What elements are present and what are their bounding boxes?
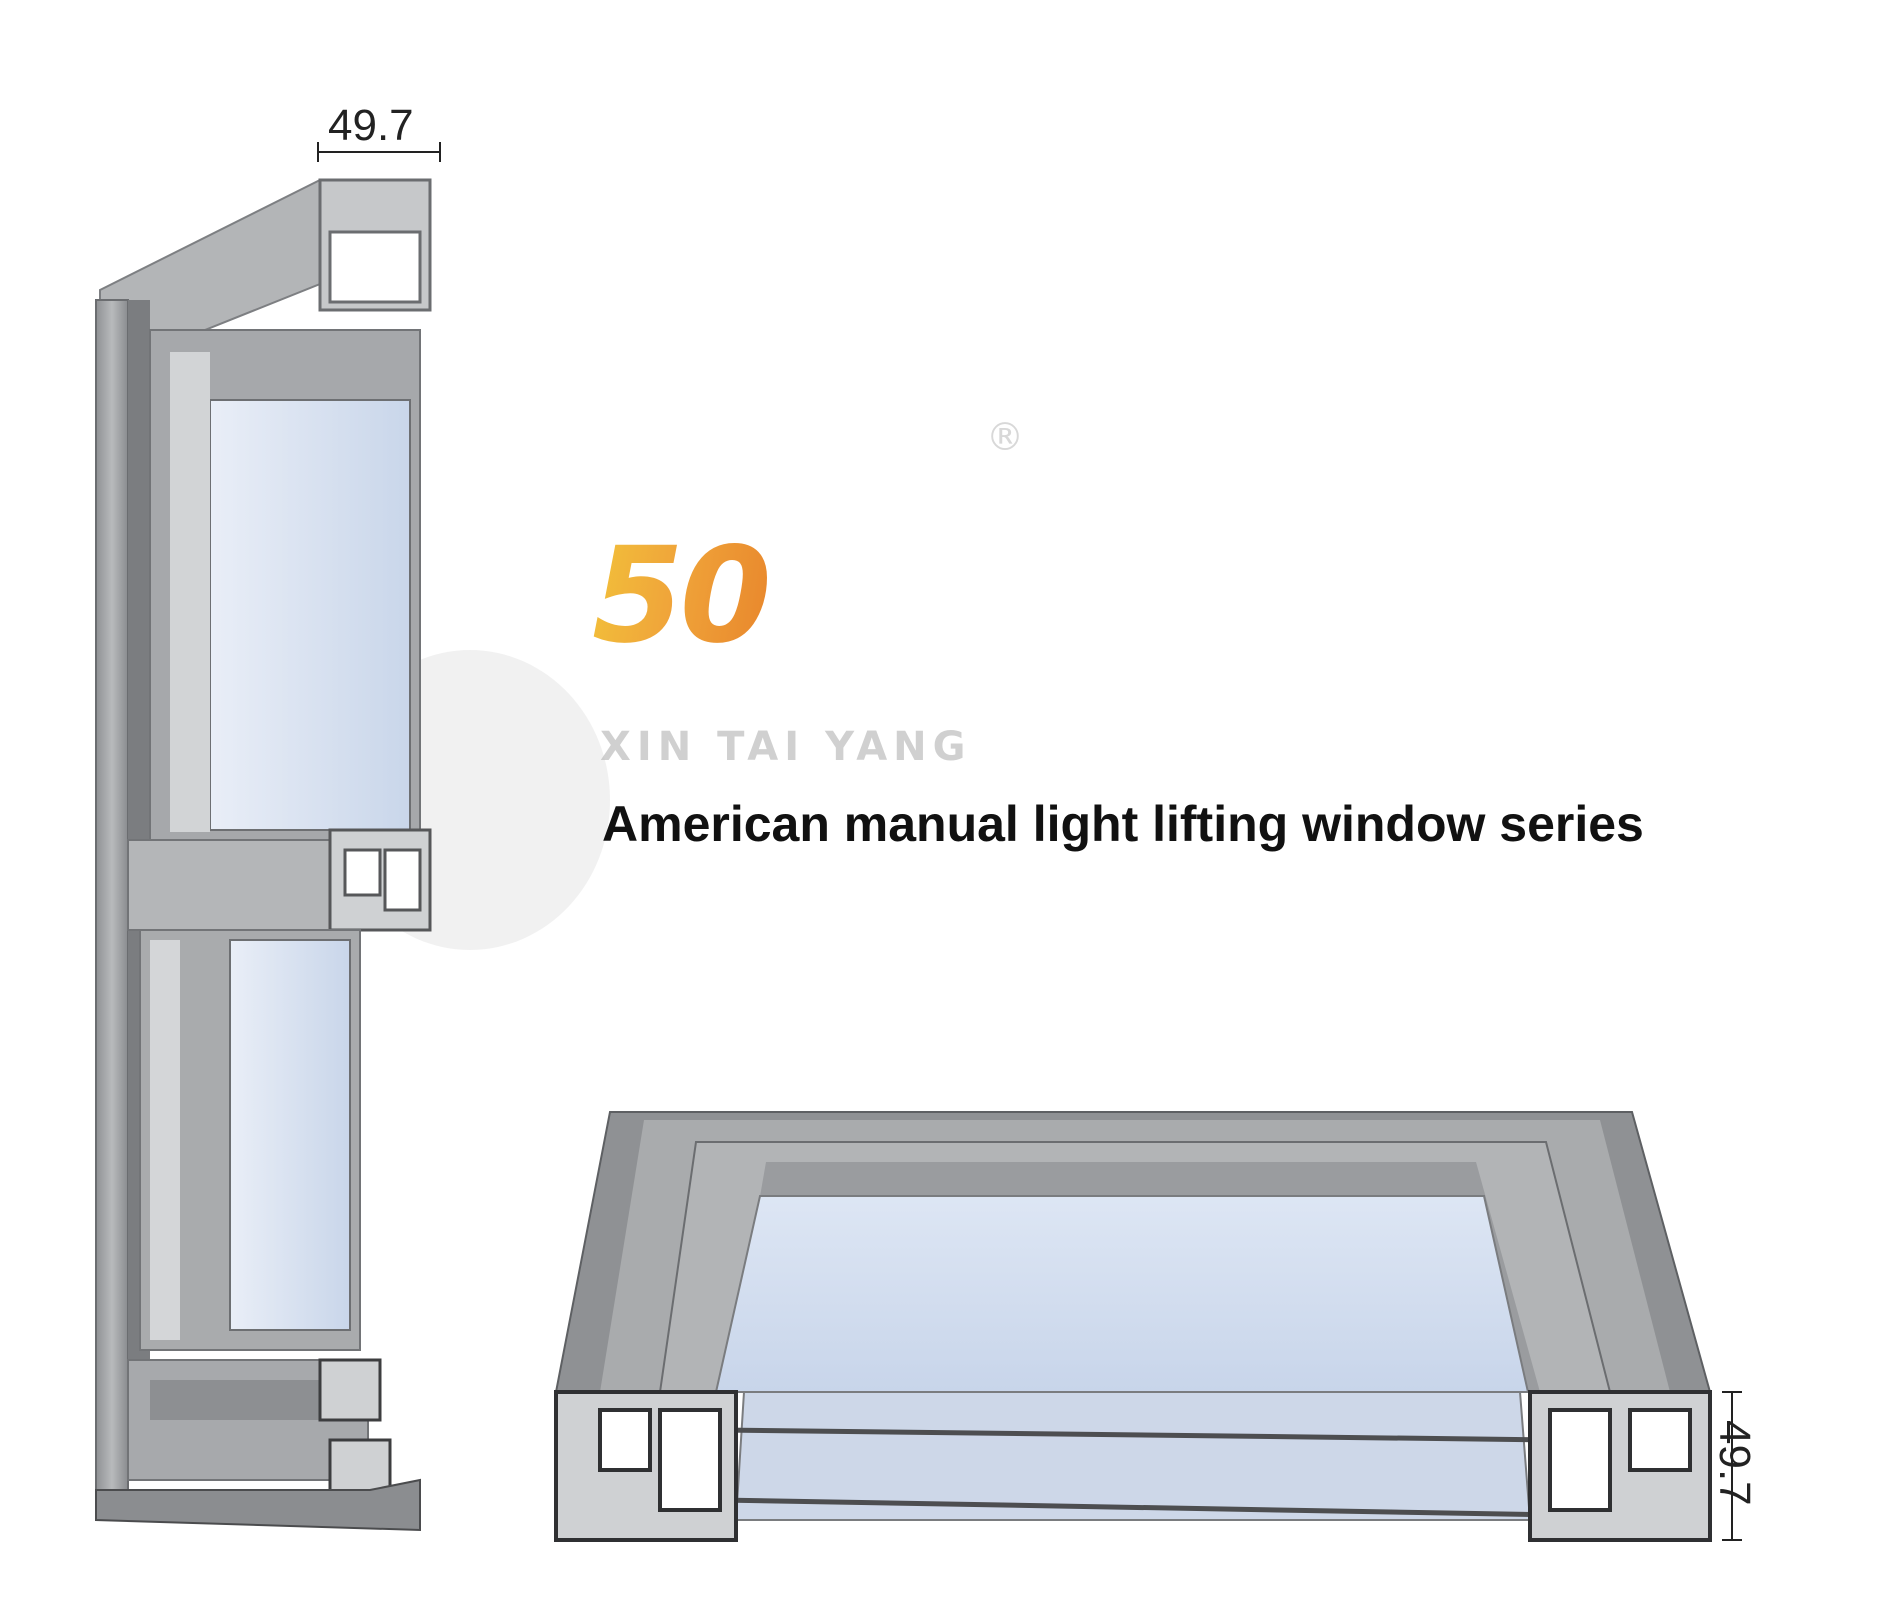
series-number: 50 [592,519,772,673]
horizontal-glass [714,1195,1530,1393]
dimension-label-top: 49.7 [328,101,414,150]
upper-glass [209,399,411,831]
lower-glass [229,939,351,1331]
product-title: American manual light lifting window ser… [602,796,1644,852]
dimension-label-side: 49.7 [1710,1420,1759,1506]
